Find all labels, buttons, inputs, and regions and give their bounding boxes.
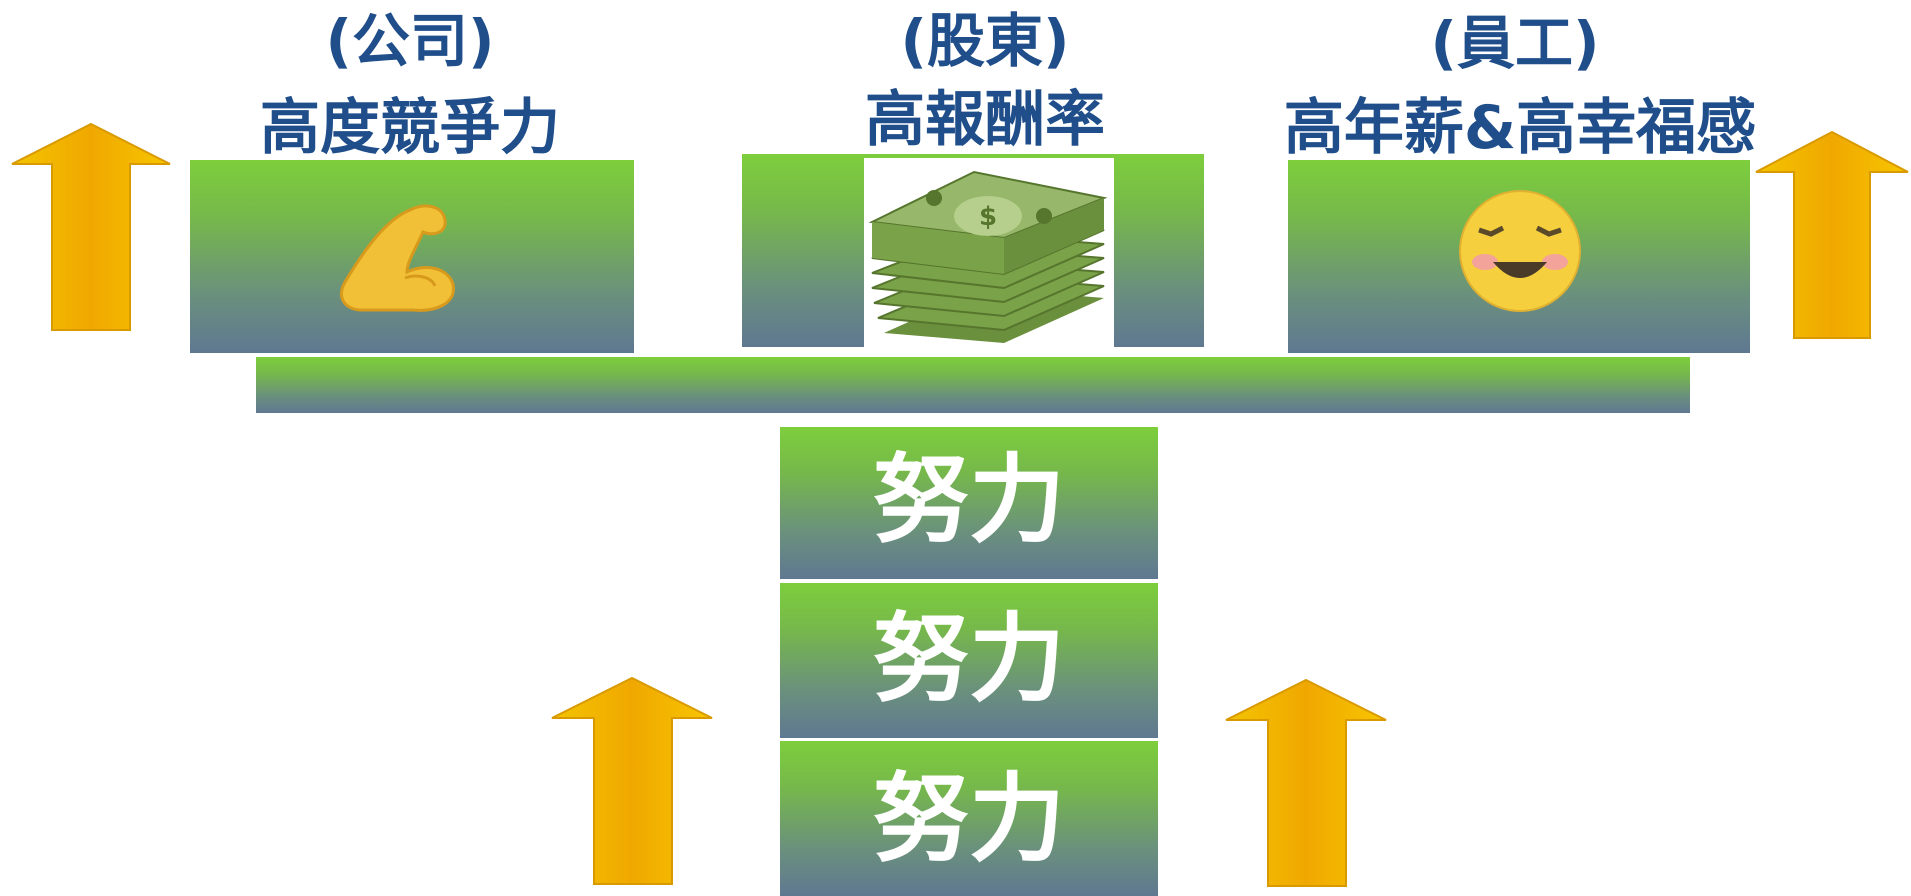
effort-block: 努力 [780, 427, 1158, 579]
shareholders-benefit-label: 高報酬率 [865, 85, 1105, 155]
shareholders-panel: $ [742, 154, 1204, 347]
company-party-label: (公司) [325, 7, 495, 75]
up-arrow-icon [1225, 678, 1387, 887]
effort-block: 努力 [780, 741, 1158, 896]
employees-party-label: (員工) [1430, 9, 1600, 77]
up-arrow-icon [551, 676, 713, 885]
beam-underlay [758, 347, 1220, 359]
up-arrow-icon [11, 122, 171, 331]
money-stack-icon: $ [864, 158, 1114, 347]
flexed-biceps-icon [340, 204, 455, 312]
employees-benefit-label: 高年薪&高幸福感 [1283, 93, 1757, 163]
svg-text:$: $ [979, 202, 997, 232]
shareholders-party-label: (股東) [900, 7, 1070, 75]
balance-beam [256, 357, 1690, 413]
employees-panel [1288, 160, 1750, 353]
effort-block: 努力 [780, 583, 1158, 738]
company-panel [190, 160, 634, 353]
effort-label: 努力 [873, 444, 1065, 556]
effort-label: 努力 [873, 763, 1065, 875]
smiling-face-icon [1459, 190, 1581, 312]
effort-label: 努力 [873, 603, 1065, 715]
up-arrow-icon [1755, 130, 1909, 339]
company-benefit-label: 高度競爭力 [260, 93, 560, 163]
